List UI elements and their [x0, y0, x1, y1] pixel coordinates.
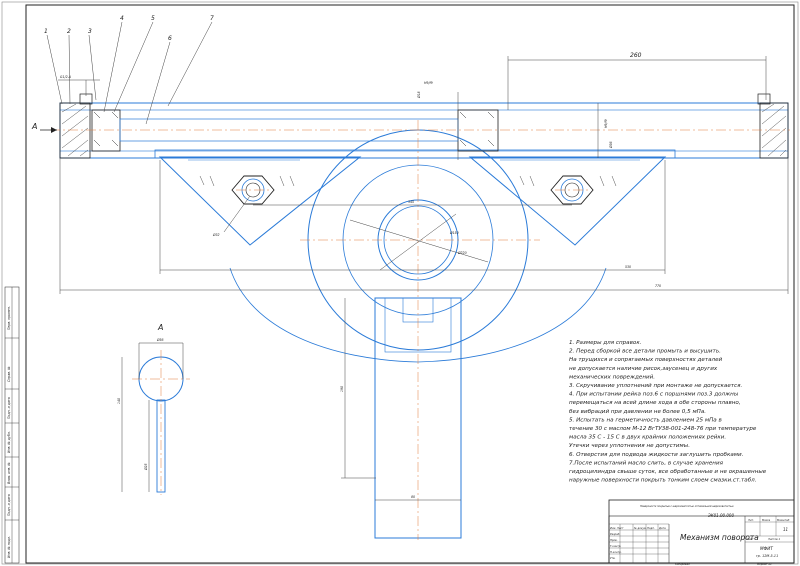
- svg-text:Т.контр.: Т.контр.: [610, 544, 621, 548]
- note-line: На трущихся и сопрягаемых поверхностях д…: [569, 357, 723, 363]
- leader-3: 3: [88, 28, 92, 35]
- note-line: 1. Размеры для справок.: [569, 340, 642, 346]
- dim-d32: Ø32: [212, 232, 220, 237]
- note-line: 5. Испытать на герметичность давлением 2…: [569, 417, 722, 423]
- bolt-right: [550, 175, 594, 205]
- section-view-a: A Ø56 140 Ø25: [117, 323, 190, 495]
- output-shaft: [300, 120, 540, 540]
- technical-notes: 1. Размеры для справок. 2. Перед сборкой …: [569, 340, 767, 484]
- note-line: наружные поверхности покрыть тонким слое…: [569, 478, 757, 484]
- dim-d150: Ø150: [449, 230, 459, 235]
- thread-label: G1/2-A: [60, 75, 71, 79]
- inner-frame: [25, 4, 795, 564]
- leader-1: 1: [44, 28, 48, 35]
- svg-text:Изм. Лист: Изм. Лист: [610, 526, 624, 530]
- sheet-scale: 11: [783, 527, 788, 532]
- svg-text:Лит.: Лит.: [747, 518, 754, 522]
- side-cell-2: Справ. №: [7, 366, 11, 382]
- leader-7: 7: [210, 15, 214, 22]
- dim-d18: Ø18: [416, 91, 421, 99]
- part-leaders: 1 2 3 4 5 6 7: [44, 15, 214, 125]
- svg-text:Утв.: Утв.: [610, 556, 616, 560]
- leader-2: 2: [67, 28, 71, 35]
- note-line: масла 35 С - 15 С в двух крайних положен…: [569, 435, 726, 441]
- dimensions: 260 Ø18 H9/f9 Ø36 H9/f9 G1/2-A Ø32 345 Ø…: [58, 52, 789, 501]
- dim-770: 770: [655, 284, 661, 288]
- dim-260: 260: [630, 52, 642, 59]
- bolt-left: [231, 175, 275, 205]
- side-cell-4: Инв. № дубл.: [7, 431, 11, 453]
- view-dim-d25: Ø25: [143, 463, 148, 471]
- support-bracket: [154, 149, 676, 246]
- dim-d36-fit: H9/f9: [604, 119, 608, 128]
- note-line: 2. Перед сборкой все детали промыть и вы…: [569, 349, 721, 355]
- note-line: течение 30 с маслом М-12 ВгТУ38-001-248-…: [569, 426, 757, 432]
- view-arrow-a: A: [31, 122, 57, 133]
- svg-text:A: A: [31, 122, 37, 131]
- note-line: гидроцилиндра свыше суток, все обработан…: [569, 469, 767, 475]
- dim-d220: Ø220: [457, 250, 467, 255]
- drawing-title: Механизм поворота: [680, 533, 759, 542]
- svg-text:Подп.: Подп.: [647, 526, 655, 530]
- dim-d18-fit: H9/f9: [424, 81, 433, 85]
- svg-text:Н.контр.: Н.контр.: [610, 550, 622, 554]
- svg-text:Масштаб: Масштаб: [777, 518, 790, 522]
- side-stamp: Перв. примен. Справ. № Подп. и дата Инв.…: [4, 286, 20, 564]
- svg-text:Листов 1: Листов 1: [767, 537, 781, 541]
- dim-530: 530: [625, 265, 631, 269]
- note-line: перемещаться на всей длине хода в обе ст…: [569, 400, 741, 406]
- title-block: ЭК01.00.000 Поверхности покрытые с шерох…: [608, 499, 795, 566]
- dim-345: 345: [408, 200, 414, 204]
- format-label: Формат А1: [757, 562, 772, 566]
- view-dim-140: 140: [117, 398, 121, 404]
- note-line: без вибраций при давлении не более 0,5 м…: [569, 409, 706, 415]
- side-cell-1: Перв. примен.: [7, 306, 11, 330]
- svg-text:№ докум.: № докум.: [633, 527, 647, 530]
- view-dim-d56: Ø56: [156, 337, 164, 342]
- svg-text:A: A: [157, 323, 163, 332]
- leader-6: 6: [168, 35, 172, 42]
- dim-d36: Ø36: [608, 141, 613, 149]
- svg-text:Лист: Лист: [746, 537, 754, 541]
- side-cell-7: Инв. № подл.: [7, 536, 11, 558]
- note-line: 7.После испытаний масло слить, в случае …: [569, 460, 724, 466]
- dim-80: 80: [411, 495, 415, 499]
- leader-4: 4: [120, 15, 124, 22]
- svg-text:Пров.: Пров.: [610, 538, 618, 542]
- hydraulic-cylinder: [50, 93, 790, 159]
- doc-code: ЭК01.00.000: [707, 513, 734, 518]
- note-line: 4. При испытании рейка поз.6 с поршнями …: [569, 392, 739, 398]
- note-line: 3. Скручивание уплотнений при монтаже не…: [569, 383, 742, 389]
- side-cell-5: Взам. инв. №: [7, 462, 11, 484]
- svg-text:Дата: Дата: [658, 526, 666, 530]
- note-line: Утечки через уплотнения не допустимы.: [569, 443, 690, 449]
- note-line: 6. Отверстия для подвода жидкости заглуш…: [569, 452, 744, 458]
- svg-text:Разраб.: Разраб.: [610, 532, 620, 536]
- note-line: механических повреждений.: [569, 374, 655, 380]
- side-cell-6: Подп. и дата: [7, 494, 11, 516]
- side-cell-3: Подп. и дата: [7, 397, 11, 419]
- note-line: не допускается наличие рисок,заусенец и …: [569, 366, 718, 372]
- svg-text:Масса: Масса: [762, 518, 771, 522]
- leader-5: 5: [151, 15, 155, 22]
- header-note: Поверхности покрытые с шероховатостью оп…: [640, 505, 734, 508]
- copied-label: Копировал: [675, 562, 690, 566]
- group-name: гр. 12М-5-11: [756, 554, 778, 558]
- org-name: МФИТ: [760, 546, 773, 551]
- dim-190: 190: [340, 386, 344, 392]
